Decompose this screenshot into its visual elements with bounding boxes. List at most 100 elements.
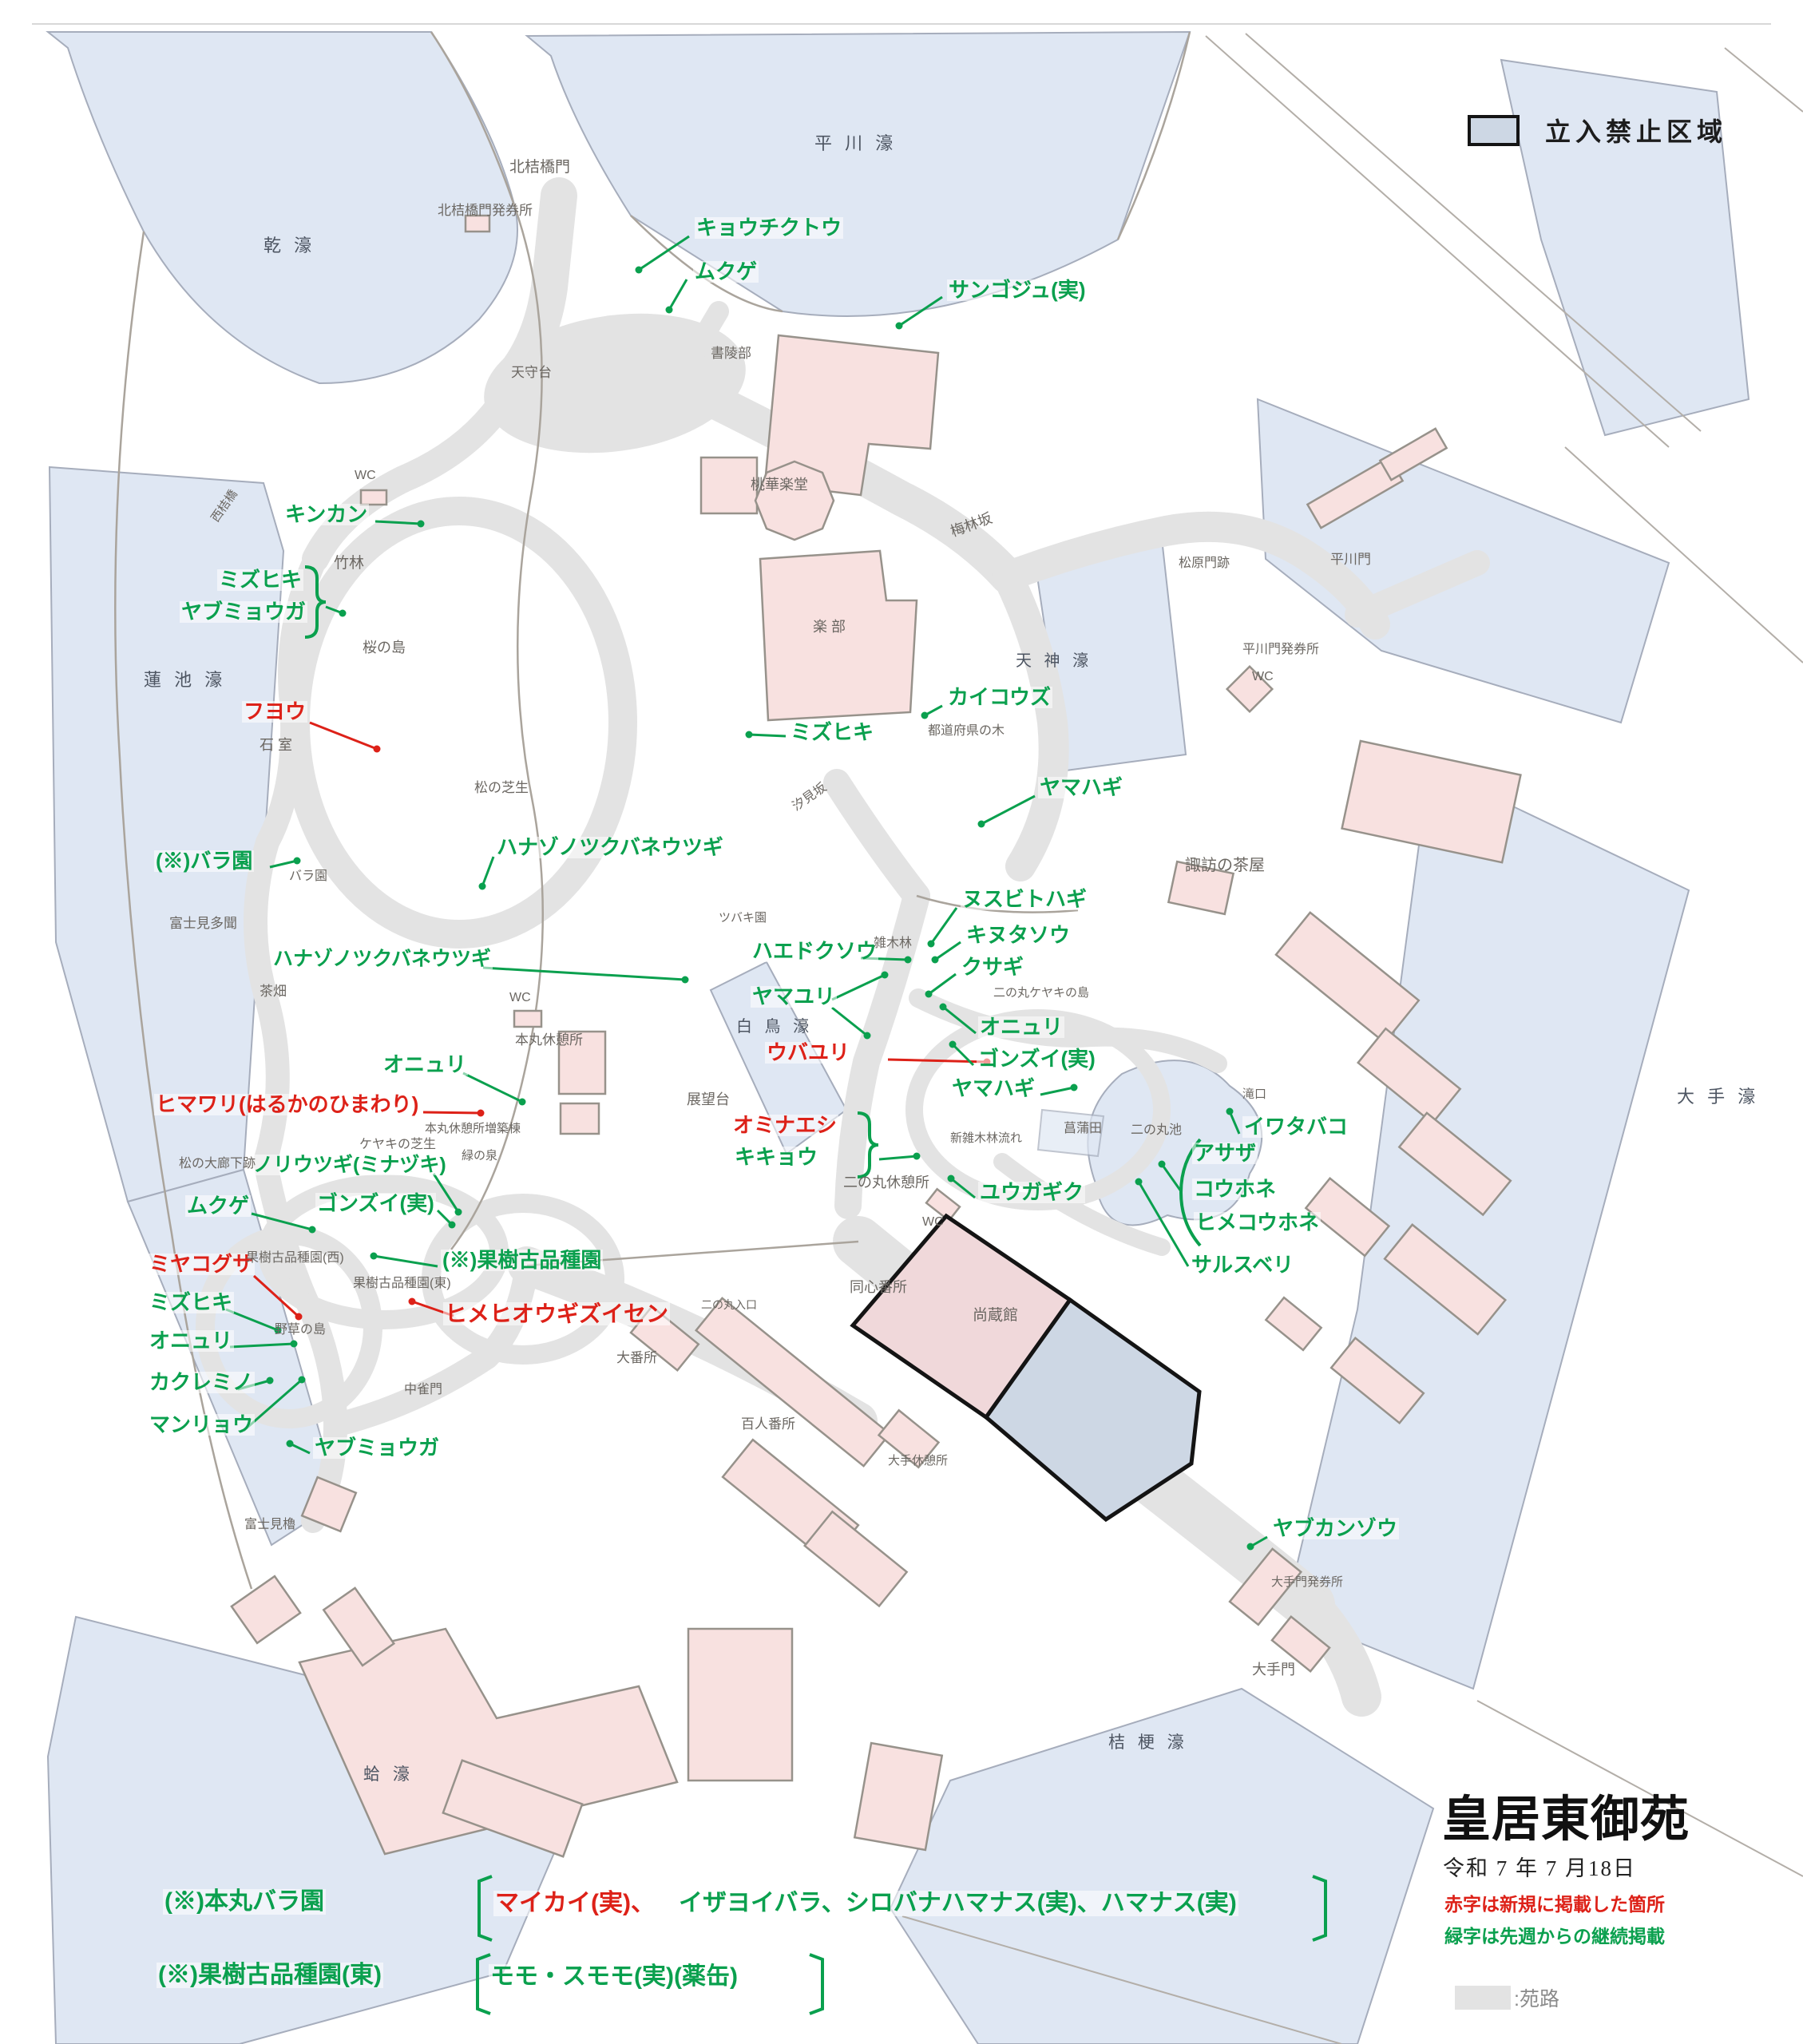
path-label: :苑路 <box>1514 1988 1559 2010</box>
plant-label: ヤブミョウガ <box>313 1436 442 1460</box>
leader-line <box>668 279 688 311</box>
restricted-area <box>850 1213 1202 1523</box>
leader-dot <box>286 1440 294 1448</box>
label-brace <box>857 1111 879 1178</box>
restricted-area-swatch <box>1468 114 1520 146</box>
place-label: WC <box>509 991 531 1004</box>
plant-label: イザヨイバラ、シロバナハマナス(実)、ハマナス(実) <box>677 1890 1238 1916</box>
moat-label: 蛤 濠 <box>363 1765 414 1784</box>
restricted-area-blue <box>983 1297 1202 1523</box>
leader-dot <box>478 882 486 890</box>
leader-line <box>831 973 886 1001</box>
plant-label: キヌタソウ <box>965 923 1072 947</box>
leader-dot <box>927 940 935 948</box>
path-swatch <box>1455 1986 1511 2010</box>
place-label: 尚蔵館 <box>973 1307 1019 1324</box>
plant-label: カクレミノ <box>148 1370 256 1394</box>
plant-label: サンゴジュ(実) <box>947 278 1088 302</box>
leader-line <box>981 794 1036 826</box>
label-brace <box>476 1953 491 2015</box>
plant-label: カイコウズ <box>946 685 1052 709</box>
leader-dot <box>1158 1160 1166 1168</box>
leader-line <box>1228 1111 1241 1135</box>
place-label: 石 室 <box>260 737 293 753</box>
building-fujimi-yagura <box>300 1476 358 1533</box>
place-label: 二の丸入口 <box>701 1298 757 1311</box>
leader-line <box>252 1274 300 1318</box>
leader-dot <box>454 1208 462 1216</box>
leader-line <box>878 1155 917 1161</box>
leader-dot <box>881 971 889 979</box>
leader-line <box>831 1006 868 1037</box>
plant-label: ミズヒキ <box>217 568 304 592</box>
leader-dot <box>448 1221 456 1229</box>
plant-label: モモ・スモモ(実)(薬缶) <box>489 1963 739 1990</box>
leader-dot <box>977 820 985 828</box>
place-label: WC <box>1252 670 1274 683</box>
leader-dot <box>1070 1083 1078 1091</box>
leader-dot <box>274 1326 282 1334</box>
leader-lines-layer <box>225 235 1268 1548</box>
leader-dot <box>373 745 381 753</box>
place-label: 滝口 <box>1242 1087 1267 1101</box>
plant-label: キキョウ <box>733 1145 820 1169</box>
leader-dot <box>913 1152 921 1160</box>
place-label: 本丸休憩所増築棟 <box>425 1122 521 1135</box>
leader-line <box>898 295 943 327</box>
place-label: 平川門 <box>1330 552 1371 567</box>
place-label: 松原門跡 <box>1179 557 1230 570</box>
plant-label: ヌスビトハギ <box>961 887 1089 911</box>
leader-line <box>942 1005 977 1035</box>
plant-label: ミヤコグサ <box>148 1252 256 1276</box>
plant-label: (※)果樹古品種園 <box>441 1248 604 1272</box>
place-label: 富士見多聞 <box>169 916 237 931</box>
leader-line <box>1137 1181 1190 1267</box>
leader-dot <box>290 1340 298 1348</box>
leader-line <box>1040 1086 1075 1096</box>
plant-label: ウバユリ <box>765 1040 852 1064</box>
place-label: 北桔橋門発券所 <box>438 203 533 218</box>
leader-line <box>638 235 690 271</box>
leader-line <box>481 856 495 887</box>
leader-dot <box>947 1175 955 1182</box>
plant-label: オニュリ <box>148 1329 235 1353</box>
map-date: 令和 7 年 7 月18日 <box>1443 1856 1636 1880</box>
leader-dot <box>904 956 912 964</box>
plant-label: ゴンズイ(実) <box>315 1191 436 1215</box>
leader-dot <box>745 731 753 739</box>
label-brace <box>477 1875 493 1942</box>
leader-line <box>748 733 787 738</box>
leader-dot <box>339 609 347 617</box>
building-hyakunin-bansho <box>694 1297 892 1468</box>
plant-label: ヒマワリ(はるかのひまわり) <box>154 1092 421 1116</box>
map-title: 皇居東御苑 <box>1442 1793 1690 1847</box>
plant-label: マンリョウ <box>148 1412 256 1436</box>
place-label: 大手休憩所 <box>888 1454 949 1468</box>
leader-dot <box>1135 1178 1143 1186</box>
leader-line <box>951 1043 975 1067</box>
place-label: 二の丸休憩所 <box>843 1175 929 1190</box>
leader-dot <box>949 1040 957 1048</box>
leader-dot <box>298 1376 306 1384</box>
leader-dot <box>895 322 903 330</box>
moat-label: 白 鳥 濠 <box>736 1018 814 1036</box>
place-label: 都道府県の木 <box>928 724 1005 738</box>
plant-label: ムクゲ <box>693 259 759 283</box>
leader-dot <box>1246 1543 1254 1551</box>
plant-label: ノリウツギ(ミナヅキ) <box>252 1154 448 1176</box>
place-label: 二の丸池 <box>1131 1123 1183 1137</box>
leader-line <box>289 1442 311 1455</box>
place-label: 野草の島 <box>275 1323 327 1337</box>
place-label: WC <box>355 469 376 482</box>
moat-hirakawa <box>525 30 1191 317</box>
leader-line <box>373 1254 438 1268</box>
leader-dot <box>417 520 425 528</box>
plant-label: オミナエシ <box>731 1113 839 1137</box>
restricted-legend: 立入禁止区域 <box>1468 112 1727 149</box>
plant-label: (※)果樹古品種園(東) <box>157 1962 383 1988</box>
leader-dot <box>308 1226 316 1234</box>
moat-northeast <box>1500 58 1750 437</box>
plant-label: ヒメコウホネ <box>1194 1210 1321 1234</box>
